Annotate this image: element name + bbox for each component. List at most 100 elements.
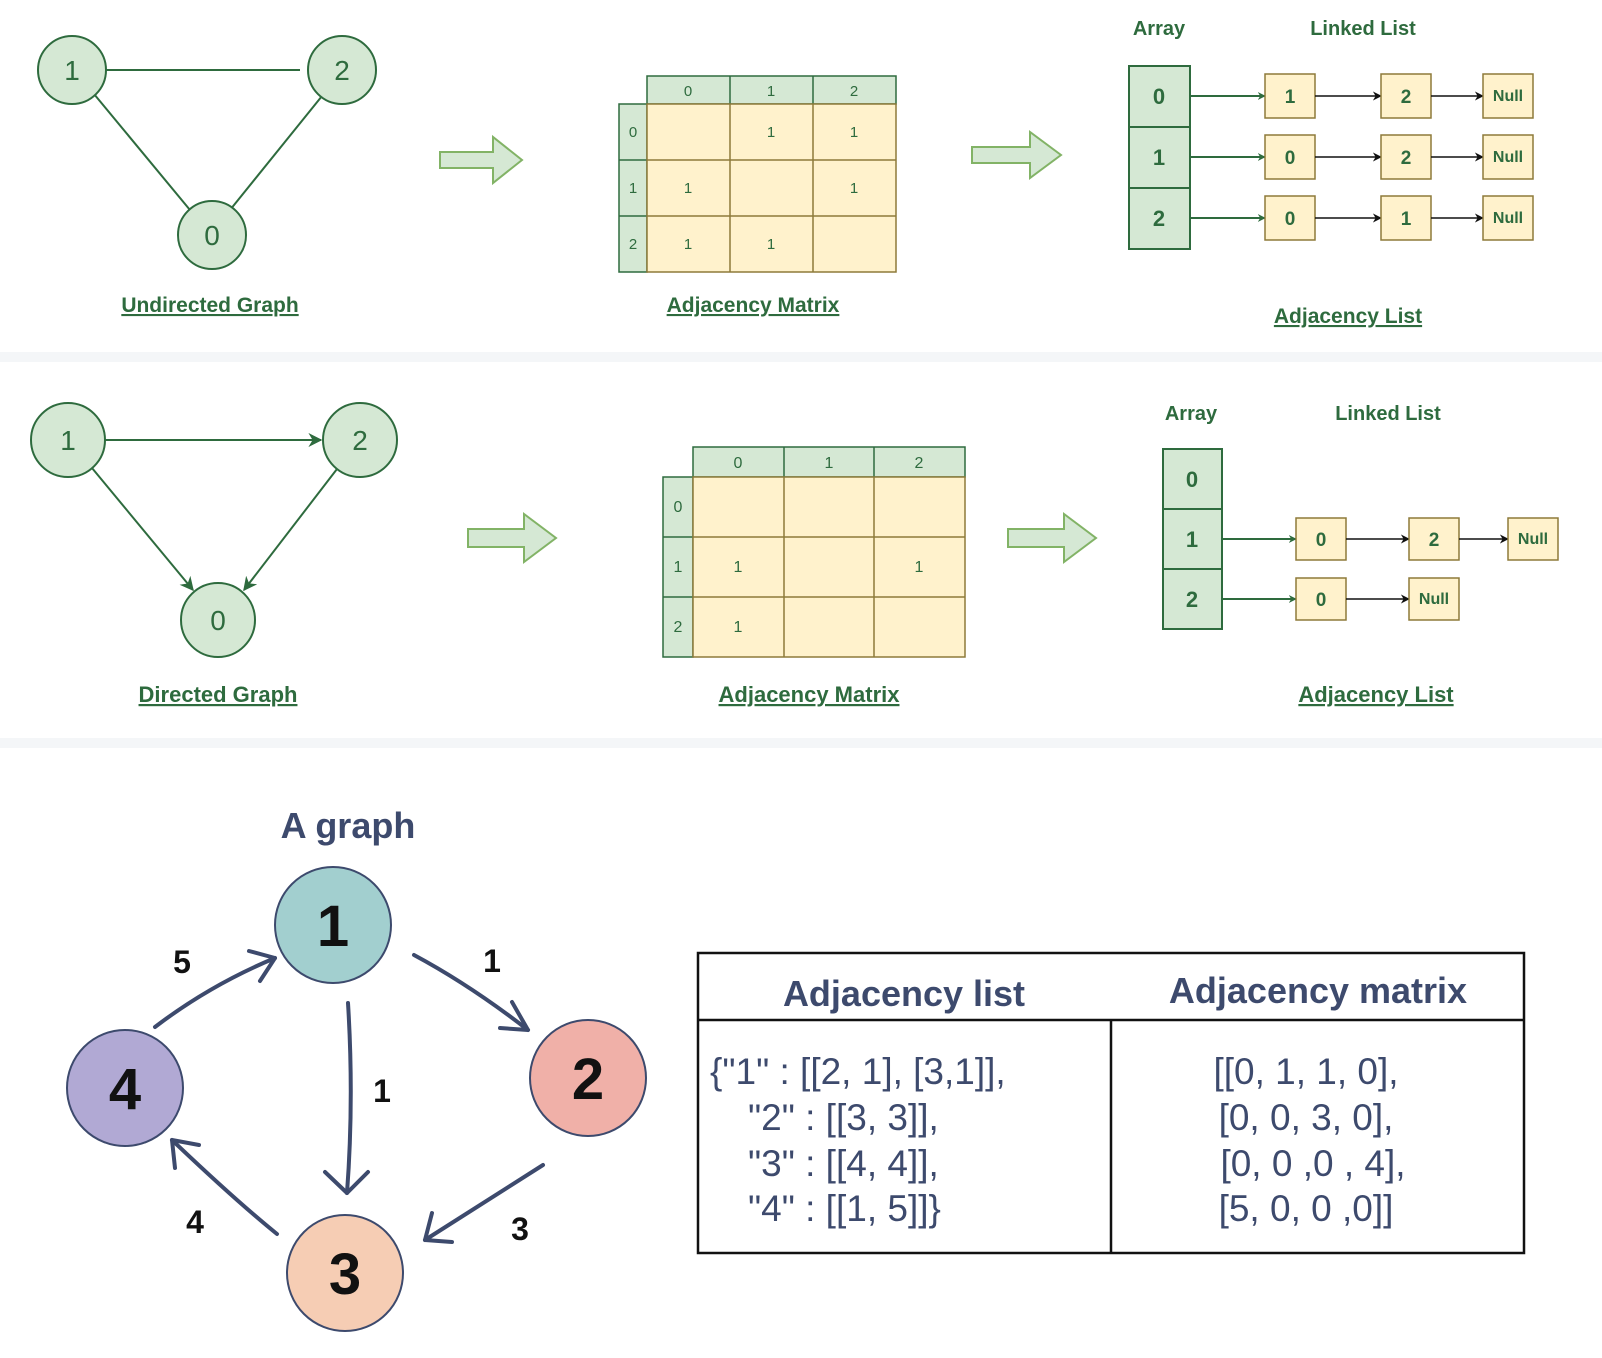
list-null-label: Null bbox=[1493, 210, 1523, 227]
list-node bbox=[1264, 73, 1316, 119]
directed-adjacency-list: Array Linked List 0 1 2 0 2 Null 0 Null … bbox=[1162, 403, 1559, 707]
matrix-body bbox=[646, 103, 897, 273]
table-header-list: Adjacency list bbox=[783, 973, 1025, 1014]
matrix-line: [[0, 1, 1, 0], bbox=[1213, 1051, 1398, 1092]
matrix-row-header: 0 bbox=[629, 124, 637, 141]
node-label: 4 bbox=[109, 1057, 141, 1122]
matrix-row-header: 2 bbox=[629, 236, 637, 253]
edge-1-0 bbox=[93, 93, 191, 211]
matrix-cell: 1 bbox=[684, 180, 692, 197]
matrix-cell: 1 bbox=[734, 559, 743, 576]
matrix-col-header: 2 bbox=[915, 455, 924, 472]
list-node-value: 0 bbox=[1285, 148, 1296, 169]
matrix-header-row bbox=[692, 446, 966, 478]
graph-node bbox=[322, 402, 398, 478]
arrowhead-icon bbox=[423, 1211, 454, 1244]
matrix-header-row bbox=[646, 75, 897, 105]
arrowhead-icon bbox=[170, 1138, 201, 1170]
matrix-cell: 1 bbox=[684, 236, 692, 253]
table-header-matrix: Adjacency matrix bbox=[1169, 970, 1467, 1011]
list-node-value: 2 bbox=[1401, 148, 1412, 169]
array-cell bbox=[1162, 448, 1223, 510]
array-cell bbox=[1128, 126, 1191, 189]
linked-list-label: Linked List bbox=[1310, 18, 1416, 40]
directed-matrix-caption: Adjacency Matrix bbox=[719, 682, 901, 707]
weighted-graph-title: A graph bbox=[281, 805, 416, 846]
edge-1-0 bbox=[91, 467, 194, 592]
list-node-value: 0 bbox=[1316, 530, 1327, 551]
list-null-node bbox=[1482, 195, 1534, 241]
list-null-node bbox=[1408, 577, 1460, 621]
matrix-row-header: 1 bbox=[674, 559, 683, 576]
arrowhead-icon bbox=[498, 1000, 530, 1032]
matrix-col-header: 2 bbox=[850, 83, 858, 100]
list-node bbox=[1295, 517, 1347, 561]
matrix-body bbox=[692, 476, 966, 658]
array-index: 2 bbox=[1186, 587, 1198, 612]
graph-node bbox=[66, 1029, 184, 1147]
block-arrow-icon bbox=[439, 134, 524, 186]
node-label: 0 bbox=[210, 605, 226, 636]
block-arrow-icon bbox=[971, 130, 1063, 180]
array-cell bbox=[1128, 65, 1191, 128]
matrix-line: [0, 0, 3, 0], bbox=[1219, 1097, 1394, 1138]
list-node-value: 1 bbox=[1401, 209, 1412, 230]
list-node bbox=[1380, 134, 1432, 180]
graph-node bbox=[180, 582, 256, 658]
array-index: 2 bbox=[1153, 206, 1165, 231]
list-node bbox=[1295, 577, 1347, 621]
matrix-cell: 1 bbox=[850, 180, 858, 197]
matrix-cell: 1 bbox=[915, 559, 924, 576]
edge-weight: 5 bbox=[173, 944, 191, 980]
node-label: 0 bbox=[204, 220, 220, 251]
matrix-cell: 1 bbox=[767, 236, 775, 253]
block-arrow-icon bbox=[1007, 512, 1098, 564]
node-label: 1 bbox=[60, 425, 76, 456]
graph-node bbox=[177, 200, 247, 270]
list-node-value: 0 bbox=[1285, 209, 1296, 230]
matrix-cell: 1 bbox=[767, 124, 775, 141]
directed-list-caption: Adjacency List bbox=[1298, 682, 1454, 707]
edge-1-2 bbox=[412, 953, 530, 1032]
edge-weight: 4 bbox=[186, 1204, 204, 1240]
list-node-value: 2 bbox=[1429, 530, 1440, 551]
edge-3-4 bbox=[170, 1138, 279, 1236]
edge-2-0 bbox=[229, 95, 323, 211]
array-label: Array bbox=[1165, 403, 1218, 425]
list-null-label: Null bbox=[1493, 149, 1523, 166]
list-node bbox=[1264, 134, 1316, 180]
list-node bbox=[1264, 195, 1316, 241]
matrix-col-header: 1 bbox=[767, 83, 775, 100]
list-null-label: Null bbox=[1419, 591, 1449, 608]
list-node bbox=[1408, 517, 1460, 561]
arrowhead-icon bbox=[323, 1170, 370, 1195]
undirected-list-caption: Adjacency List bbox=[1274, 305, 1422, 328]
matrix-row-header: 1 bbox=[629, 180, 637, 197]
list-null-node bbox=[1482, 134, 1534, 180]
matrix-cell: 1 bbox=[850, 124, 858, 141]
array-label: Array bbox=[1133, 18, 1186, 40]
list-node bbox=[1380, 73, 1432, 119]
matrix-col-header: 0 bbox=[684, 83, 692, 100]
node-label: 2 bbox=[572, 1047, 604, 1112]
graph-node bbox=[274, 866, 392, 984]
section-divider-2 bbox=[0, 738, 1602, 748]
list-line: "3" : [[4, 4]], bbox=[748, 1143, 939, 1184]
graph-node bbox=[529, 1019, 647, 1137]
weighted-graph: A graph 1 1 3 4 5 1 2 3 4 bbox=[66, 805, 647, 1332]
undirected-matrix: 0 1 2 0 1 2 1 1 1 1 1 1 Adjacency Matrix bbox=[618, 75, 897, 317]
matrix-header-col bbox=[618, 103, 648, 273]
matrix-row-header: 2 bbox=[674, 619, 683, 636]
list-line: "4" : [[1, 5]]} bbox=[748, 1188, 941, 1229]
list-null-label: Null bbox=[1493, 88, 1523, 105]
list-null-label: Null bbox=[1518, 531, 1548, 548]
node-label: 3 bbox=[329, 1242, 361, 1307]
node-label: 2 bbox=[334, 55, 350, 86]
edge-4-1 bbox=[153, 956, 277, 1029]
matrix-line: [0, 0 ,0 , 4], bbox=[1220, 1143, 1405, 1184]
section-divider-1 bbox=[0, 352, 1602, 362]
matrix-line: [5, 0, 0 ,0]] bbox=[1219, 1188, 1394, 1229]
list-line: "2" : [[3, 3]], bbox=[748, 1097, 939, 1138]
array-cell bbox=[1128, 187, 1191, 250]
undirected-graph-caption: Undirected Graph bbox=[121, 294, 298, 317]
